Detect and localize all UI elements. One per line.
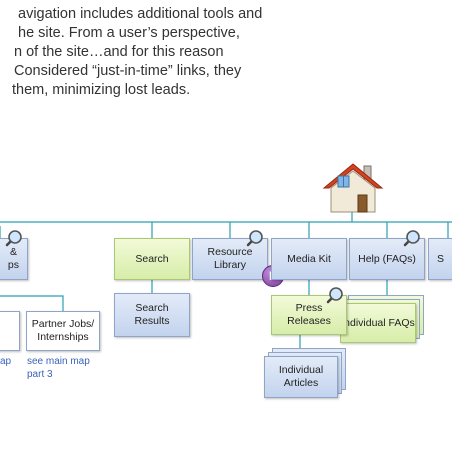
home-icon[interactable] (322, 160, 384, 216)
magnifier-icon (246, 230, 263, 247)
magnifier-icon (326, 287, 343, 304)
box-individual-faqs[interactable]: Individual FAQs (340, 303, 416, 343)
intro-text: avigation includes additional tools and … (0, 5, 452, 100)
intro-line-3: n of the site…and for this reason (14, 44, 224, 60)
box-partial-right[interactable]: S (428, 238, 452, 280)
box-individual-articles[interactable]: Individual Articles (264, 356, 338, 398)
box-media-kit[interactable]: Media Kit (271, 238, 347, 280)
note-main-map[interactable]: see main map part 3 (27, 356, 90, 380)
magnifier-icon (403, 230, 420, 247)
box-help-faqs[interactable]: Help (FAQs) (349, 238, 425, 280)
box-partner-jobs[interactable]: Partner Jobs/ Internships (26, 311, 100, 351)
intro-line-2: he site. From a user’s perspective, (18, 25, 240, 41)
intro-line-4: Considered “just-in-time” links, they (14, 63, 242, 79)
box-search[interactable]: Search (114, 238, 190, 280)
intro-line-5: them, minimizing lost leads. (12, 82, 191, 98)
connector-partner-jobs (0, 295, 64, 311)
box-press-releases[interactable]: Press Releases (271, 295, 347, 335)
box-partial-left[interactable]: & ps (0, 238, 28, 280)
intro-line-1: avigation includes additional tools and (18, 6, 263, 22)
box-partial-white[interactable] (0, 311, 20, 351)
magnifier-icon (5, 230, 22, 247)
box-resource-library[interactable]: Resource Library (192, 238, 268, 280)
box-search-results[interactable]: Search Results (114, 293, 190, 337)
note-left: ap (0, 356, 12, 367)
